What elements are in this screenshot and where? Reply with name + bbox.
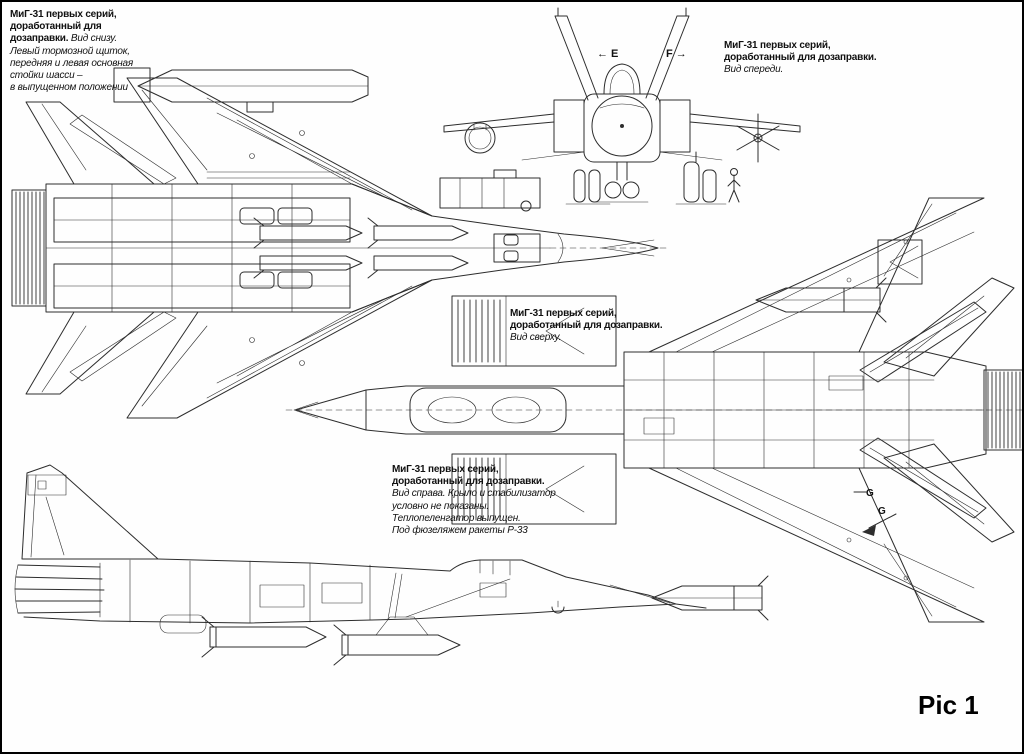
engine-nozzle: [14, 562, 105, 618]
front-view-drawing: [439, 7, 801, 212]
fuselage: [295, 351, 987, 469]
side-view-drawing: [14, 464, 707, 666]
caption-front-view: МиГ-31 первых серий, доработанный для до…: [724, 40, 904, 77]
marker-f: F→: [666, 48, 690, 60]
top-view-drawing: [285, 197, 1022, 623]
marker-f-label: F: [666, 48, 673, 60]
r33-missile-fins: [736, 113, 780, 163]
caption-view-note: Вид сверху.: [510, 332, 562, 344]
caption-line: стойки шасси –: [10, 69, 83, 81]
canopy: [603, 63, 641, 95]
marker-g-upper-label: G: [866, 488, 874, 499]
caption-line: Вид справа. Крыло и стабилизатор: [392, 488, 556, 500]
landing-gear: [565, 151, 727, 205]
arrow-right-icon: →: [675, 48, 687, 60]
fuselage: [553, 93, 691, 163]
caption-line: доработанный для дозаправки.: [392, 476, 545, 488]
marker-e-label: E: [611, 48, 619, 60]
caption-line: МиГ-31 первых серий,: [392, 464, 499, 475]
caption-line: доработанный для: [10, 21, 102, 33]
caption-line: условно не показаны.: [392, 500, 489, 512]
r33-missiles: [253, 217, 469, 279]
caption-bottom-view: МиГ-31 первых серий, доработанный для до…: [10, 9, 180, 94]
ir-sensor: [551, 600, 565, 614]
ground-cart: [439, 169, 541, 212]
caption-line: Левый тормозной щиток,: [10, 45, 130, 57]
r33-missiles: [651, 277, 887, 621]
caption-line: МиГ-31 первых серий,: [10, 9, 117, 20]
intake-ducts: [451, 295, 617, 525]
vertical-tail: [21, 464, 159, 560]
r33-missiles: [201, 616, 461, 666]
caption-line: доработанный для дозаправки.: [510, 320, 663, 332]
tail-surfaces: [859, 277, 1015, 543]
caption-line: МиГ-31 первых серий,: [510, 308, 617, 319]
bottom-view-drawing: [11, 67, 667, 419]
caption-side-view: МиГ-31 первых серий, доработанный для до…: [392, 464, 582, 537]
fuselage: [23, 558, 707, 634]
caption-line: Под фюзеляжем ракеты Р-33: [392, 524, 528, 536]
wings: [648, 197, 985, 623]
antenna-box: [877, 239, 923, 285]
caption-top-view: МиГ-31 первых серий, доработанный для до…: [510, 308, 690, 345]
engine-nozzles: [11, 189, 47, 307]
caption-line: доработанный для дозаправки.: [724, 52, 877, 64]
fuel-tank: [464, 122, 496, 154]
marker-g-upper: G: [866, 488, 874, 499]
g-marker-arrows: [853, 491, 897, 536]
stabilizers: [25, 101, 177, 395]
fuselage: [45, 183, 667, 313]
ground-crew-figure: [727, 168, 741, 203]
caption-view-note: Вид снизу.: [70, 33, 117, 45]
engine-nozzles: [983, 369, 1022, 451]
wings: [443, 113, 801, 161]
vertical-tails: [554, 7, 690, 101]
caption-view-note: Вид спереди.: [724, 64, 784, 76]
caption-line: МиГ-31 первых серий,: [724, 40, 831, 51]
wing-tank: [113, 67, 369, 113]
caption-line: Теплопеленгатор выпущен.: [392, 512, 521, 524]
marker-g-lower: G: [878, 506, 886, 517]
wings: [126, 77, 433, 419]
marker-e: ←E: [594, 48, 618, 60]
caption-line: дозаправки.: [10, 33, 69, 45]
landing-gear: [239, 207, 541, 289]
caption-line: в выпущенном положении: [10, 82, 128, 94]
caption-line: передняя и левая основная: [10, 57, 134, 69]
marker-g-lower-label: G: [878, 506, 886, 517]
arrow-left-icon: ←: [597, 48, 608, 60]
figure-label: Pic 1: [918, 690, 979, 720]
